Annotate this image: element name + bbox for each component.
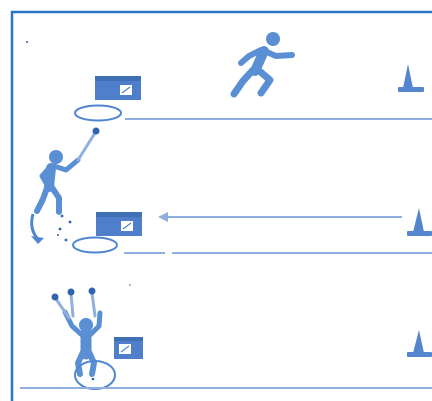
stray-dot xyxy=(26,41,28,43)
traffic-cone-icon xyxy=(407,330,432,357)
traffic-cone-icon xyxy=(407,208,432,236)
direction-arrow-icon xyxy=(158,212,402,222)
ball-marker xyxy=(93,128,100,135)
equipment-box-icon xyxy=(96,212,142,236)
lane-2 xyxy=(31,128,432,254)
ring-dot xyxy=(92,378,95,381)
motion-dots xyxy=(57,215,71,242)
stray-dot xyxy=(129,284,131,286)
throw-stick xyxy=(78,133,95,160)
traffic-cone-icon xyxy=(398,64,424,92)
juggling-sticks xyxy=(56,293,95,318)
equipment-box-icon xyxy=(95,76,141,100)
lane-1 xyxy=(75,32,432,121)
hoop-ring-icon xyxy=(73,238,117,253)
ball-markers xyxy=(52,288,96,301)
diagram-frame xyxy=(12,12,432,401)
equipment-box-icon xyxy=(114,337,143,359)
running-person-icon xyxy=(234,32,292,94)
throwing-person-icon xyxy=(37,150,78,212)
lane-3 xyxy=(20,288,432,390)
curved-arrow-icon xyxy=(31,214,44,244)
hoop-ring-icon xyxy=(75,106,121,121)
